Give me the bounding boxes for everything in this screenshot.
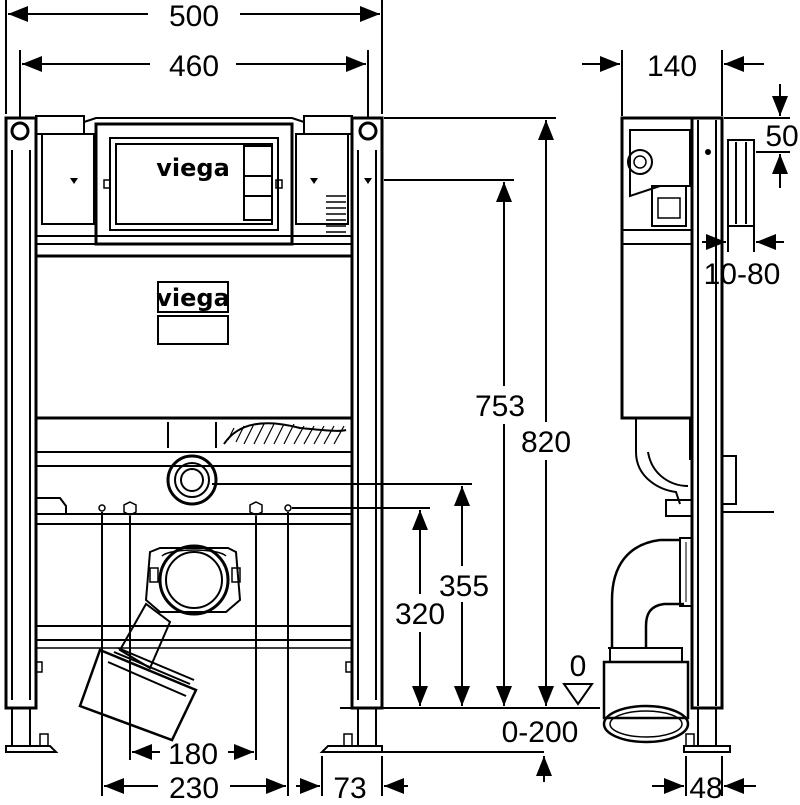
dim-230: 230 — [169, 772, 219, 800]
flush-pipe-outer — [166, 454, 218, 506]
flex-hose — [227, 423, 345, 445]
dim-73: 73 — [333, 772, 366, 800]
side-view — [602, 116, 774, 753]
dim-753: 753 — [475, 390, 525, 423]
dim-140: 140 — [647, 50, 697, 83]
mount-hole-right — [358, 121, 378, 141]
front-dimensions: 500 460 753 820 355 320 0 — [5, 0, 600, 805]
level-zero-marker — [562, 683, 594, 706]
bolt-right — [249, 501, 263, 516]
mount-hole-left — [10, 121, 30, 141]
left-post — [4, 116, 38, 710]
drain-outer — [158, 544, 230, 616]
logo-top: viega — [156, 154, 230, 182]
dim-50: 50 — [765, 120, 798, 153]
dim-500: 500 — [169, 0, 219, 33]
cistern-head — [94, 122, 294, 246]
side-post — [690, 116, 724, 710]
wall-spacer — [727, 139, 755, 227]
side-cistern — [620, 116, 694, 420]
dim-460: 460 — [169, 50, 219, 83]
side-drain-elbow — [602, 537, 693, 744]
dim-820: 820 — [521, 426, 571, 459]
label-plate — [157, 315, 229, 345]
bolt-left — [123, 501, 137, 516]
dim-355: 355 — [439, 570, 489, 603]
dim-0-200: 0-200 — [502, 716, 579, 749]
dim-10-80: 10-80 — [704, 258, 781, 291]
dim-48: 48 — [689, 772, 722, 800]
logo-panel: viega — [156, 284, 230, 312]
logo-panel-frame — [157, 281, 229, 313]
dim-0: 0 — [570, 650, 587, 683]
front-view: viega viega — [4, 115, 384, 753]
right-post — [350, 116, 384, 710]
drain-pipe — [78, 602, 198, 742]
dim-320: 320 — [395, 598, 445, 631]
dim-180: 180 — [168, 738, 218, 771]
side-dimensions: 140 50 10-80 48 — [582, 50, 799, 805]
tank-body — [34, 254, 354, 420]
